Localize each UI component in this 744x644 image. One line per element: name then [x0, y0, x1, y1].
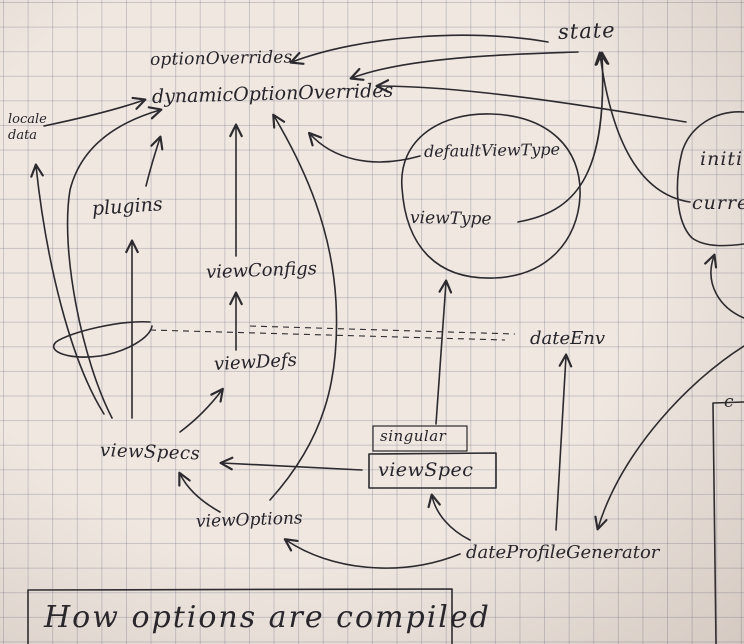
view-type-group-ellipse	[401, 113, 581, 279]
arrow-view-spec-to-view-type	[435, 279, 453, 425]
node-view-configs: viewConfigs	[205, 258, 318, 283]
node-locale-data: locale data	[8, 112, 47, 143]
singular-box	[372, 425, 468, 452]
arrow-state-to-option-overrides	[289, 34, 549, 65]
node-view-spec: viewSpec	[378, 459, 474, 481]
node-default-view-type: defaultViewType	[423, 139, 561, 161]
date-env-dashed-line-2	[249, 325, 516, 335]
node-date-env: dateEnv	[530, 328, 606, 349]
node-view-type: viewType	[409, 208, 492, 230]
caption-box	[27, 588, 453, 644]
node-singular: singular	[380, 427, 447, 445]
arrow-view-options-to-view-specs	[178, 471, 221, 513]
arrow-plugins-to-dynamic	[145, 135, 164, 187]
node-view-options: viewOptions	[195, 508, 303, 532]
node-initial-partial: initi	[700, 148, 744, 170]
node-cutoff-label: c	[724, 392, 734, 412]
date-env-dashed-line	[149, 329, 506, 341]
node-view-specs: viewSpecs	[99, 440, 201, 465]
arrow-locale-to-dynamic	[43, 96, 147, 127]
arrow-view-specs-to-view-defs	[179, 387, 224, 433]
arrow-view-type-to-state	[517, 51, 610, 223]
node-option-overrides: optionOverrides	[149, 47, 293, 70]
node-current-partial: curre	[692, 192, 744, 214]
view-spec-box	[368, 452, 497, 489]
arrow-view-spec-to-view-specs	[219, 456, 363, 471]
node-view-defs: viewDefs	[213, 349, 298, 375]
arrow-right-to-date-profile	[594, 345, 744, 531]
node-state: state	[557, 17, 616, 44]
arrow-view-specs-to-locale	[30, 163, 105, 415]
caption: How options are compiled	[44, 600, 491, 635]
arrow-date-profile-to-view-spec	[427, 493, 471, 541]
arrow-right-to-dynamic-overrides	[375, 79, 687, 123]
right-edge-box	[712, 401, 744, 644]
arrow-view-specs-to-dynamic	[66, 106, 163, 419]
arrow-default-view-type-to-dynamic	[307, 131, 421, 163]
arrow-view-options-to-dynamic	[269, 113, 338, 501]
arrow-date-profile-to-date-env	[555, 353, 573, 531]
arrow-state-to-dynamic-overrides	[349, 51, 579, 81]
arrow-date-profile-to-view-options	[283, 538, 461, 569]
arrow-curve-into-current	[704, 253, 744, 319]
arrow-current-to-state	[594, 51, 691, 203]
plugins-locale-loop-ellipse	[53, 321, 153, 358]
node-date-profile-generator: dateProfileGenerator	[466, 542, 660, 563]
current-state-group-ellipse	[676, 111, 744, 247]
